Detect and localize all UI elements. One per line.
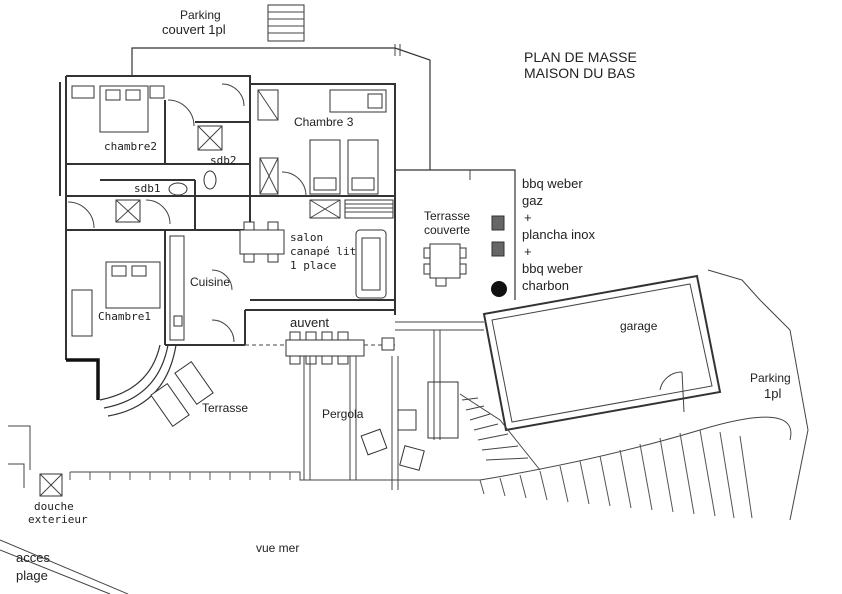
toilet-sdb1 <box>168 182 188 196</box>
label-parking-covered-2: couvert 1pl <box>162 22 226 37</box>
bbq-note-7: charbon <box>522 278 569 293</box>
toilet-sdb2 <box>203 170 217 190</box>
bbq-note-1: bbq weber <box>522 176 583 191</box>
armchair-3 <box>399 445 425 471</box>
garage-stairs <box>427 381 541 471</box>
label-douche-1: douche <box>34 500 74 513</box>
sun-lounger-1 <box>150 383 190 427</box>
dining-table-salon <box>239 229 285 255</box>
plan-title-line1: PLAN DE MASSE <box>524 49 637 65</box>
label-terrasse-couverte-2: couverte <box>424 223 470 237</box>
label-parking-1: Parking <box>750 371 791 385</box>
top-stairs <box>267 4 305 42</box>
label-salon-2: canapé lit <box>290 245 356 258</box>
garage-outline <box>482 274 722 432</box>
label-acces-2: plage <box>16 568 48 583</box>
label-terrasse: Terrasse <box>202 401 248 415</box>
label-auvent: auvent <box>290 315 329 330</box>
label-parking-2: 1pl <box>764 386 781 401</box>
label-chambre2: chambre2 <box>104 140 157 153</box>
label-salon-1: salon <box>290 231 323 244</box>
sun-lounger-2 <box>174 361 214 405</box>
bbq-note-5: + <box>524 244 532 259</box>
label-douche-2: exterieur <box>28 513 88 526</box>
label-salon-3: 1 place <box>290 259 336 272</box>
plancha-icon <box>491 241 505 257</box>
label-sdb1: sdb1 <box>134 182 161 195</box>
armchair-1 <box>360 428 388 456</box>
label-chambre3: Chambre 3 <box>294 115 354 129</box>
bbq-note-2: gaz <box>522 193 543 208</box>
label-pergola: Pergola <box>322 407 364 421</box>
label-cuisine: Cuisine <box>190 275 230 289</box>
armchair-2 <box>397 409 417 431</box>
label-vue-mer: vue mer <box>256 541 299 555</box>
label-chambre1: Chambre1 <box>98 310 151 323</box>
house-walls <box>59 75 396 360</box>
label-sdb2: sdb2 <box>210 154 237 167</box>
bbq-note-3: + <box>524 210 532 225</box>
label-terrasse-couverte-1: Terrasse <box>424 209 470 223</box>
label-acces-1: acces <box>16 550 50 565</box>
bbq-note-6: bbq weber <box>522 261 583 276</box>
bbq-note-4: plancha inox <box>522 227 595 242</box>
deck-boards <box>69 472 291 480</box>
slope-hatch <box>479 429 753 519</box>
label-parking-covered-1: Parking <box>180 8 221 22</box>
label-garage: garage <box>620 319 658 333</box>
kitchen-counter <box>169 235 185 341</box>
terrace-table <box>429 243 461 279</box>
bbq-gas-icon <box>491 215 505 231</box>
west-thick-wall <box>66 358 100 400</box>
plan-title-line2: MAISON DU BAS <box>524 65 635 81</box>
auvent-table <box>285 339 365 357</box>
interior-stairs <box>344 199 394 219</box>
pergola-posts <box>303 356 399 490</box>
bbq-notes: bbq weber gaz + plancha inox + bbq weber… <box>522 176 595 293</box>
bbq-charcoal-icon <box>491 281 507 297</box>
